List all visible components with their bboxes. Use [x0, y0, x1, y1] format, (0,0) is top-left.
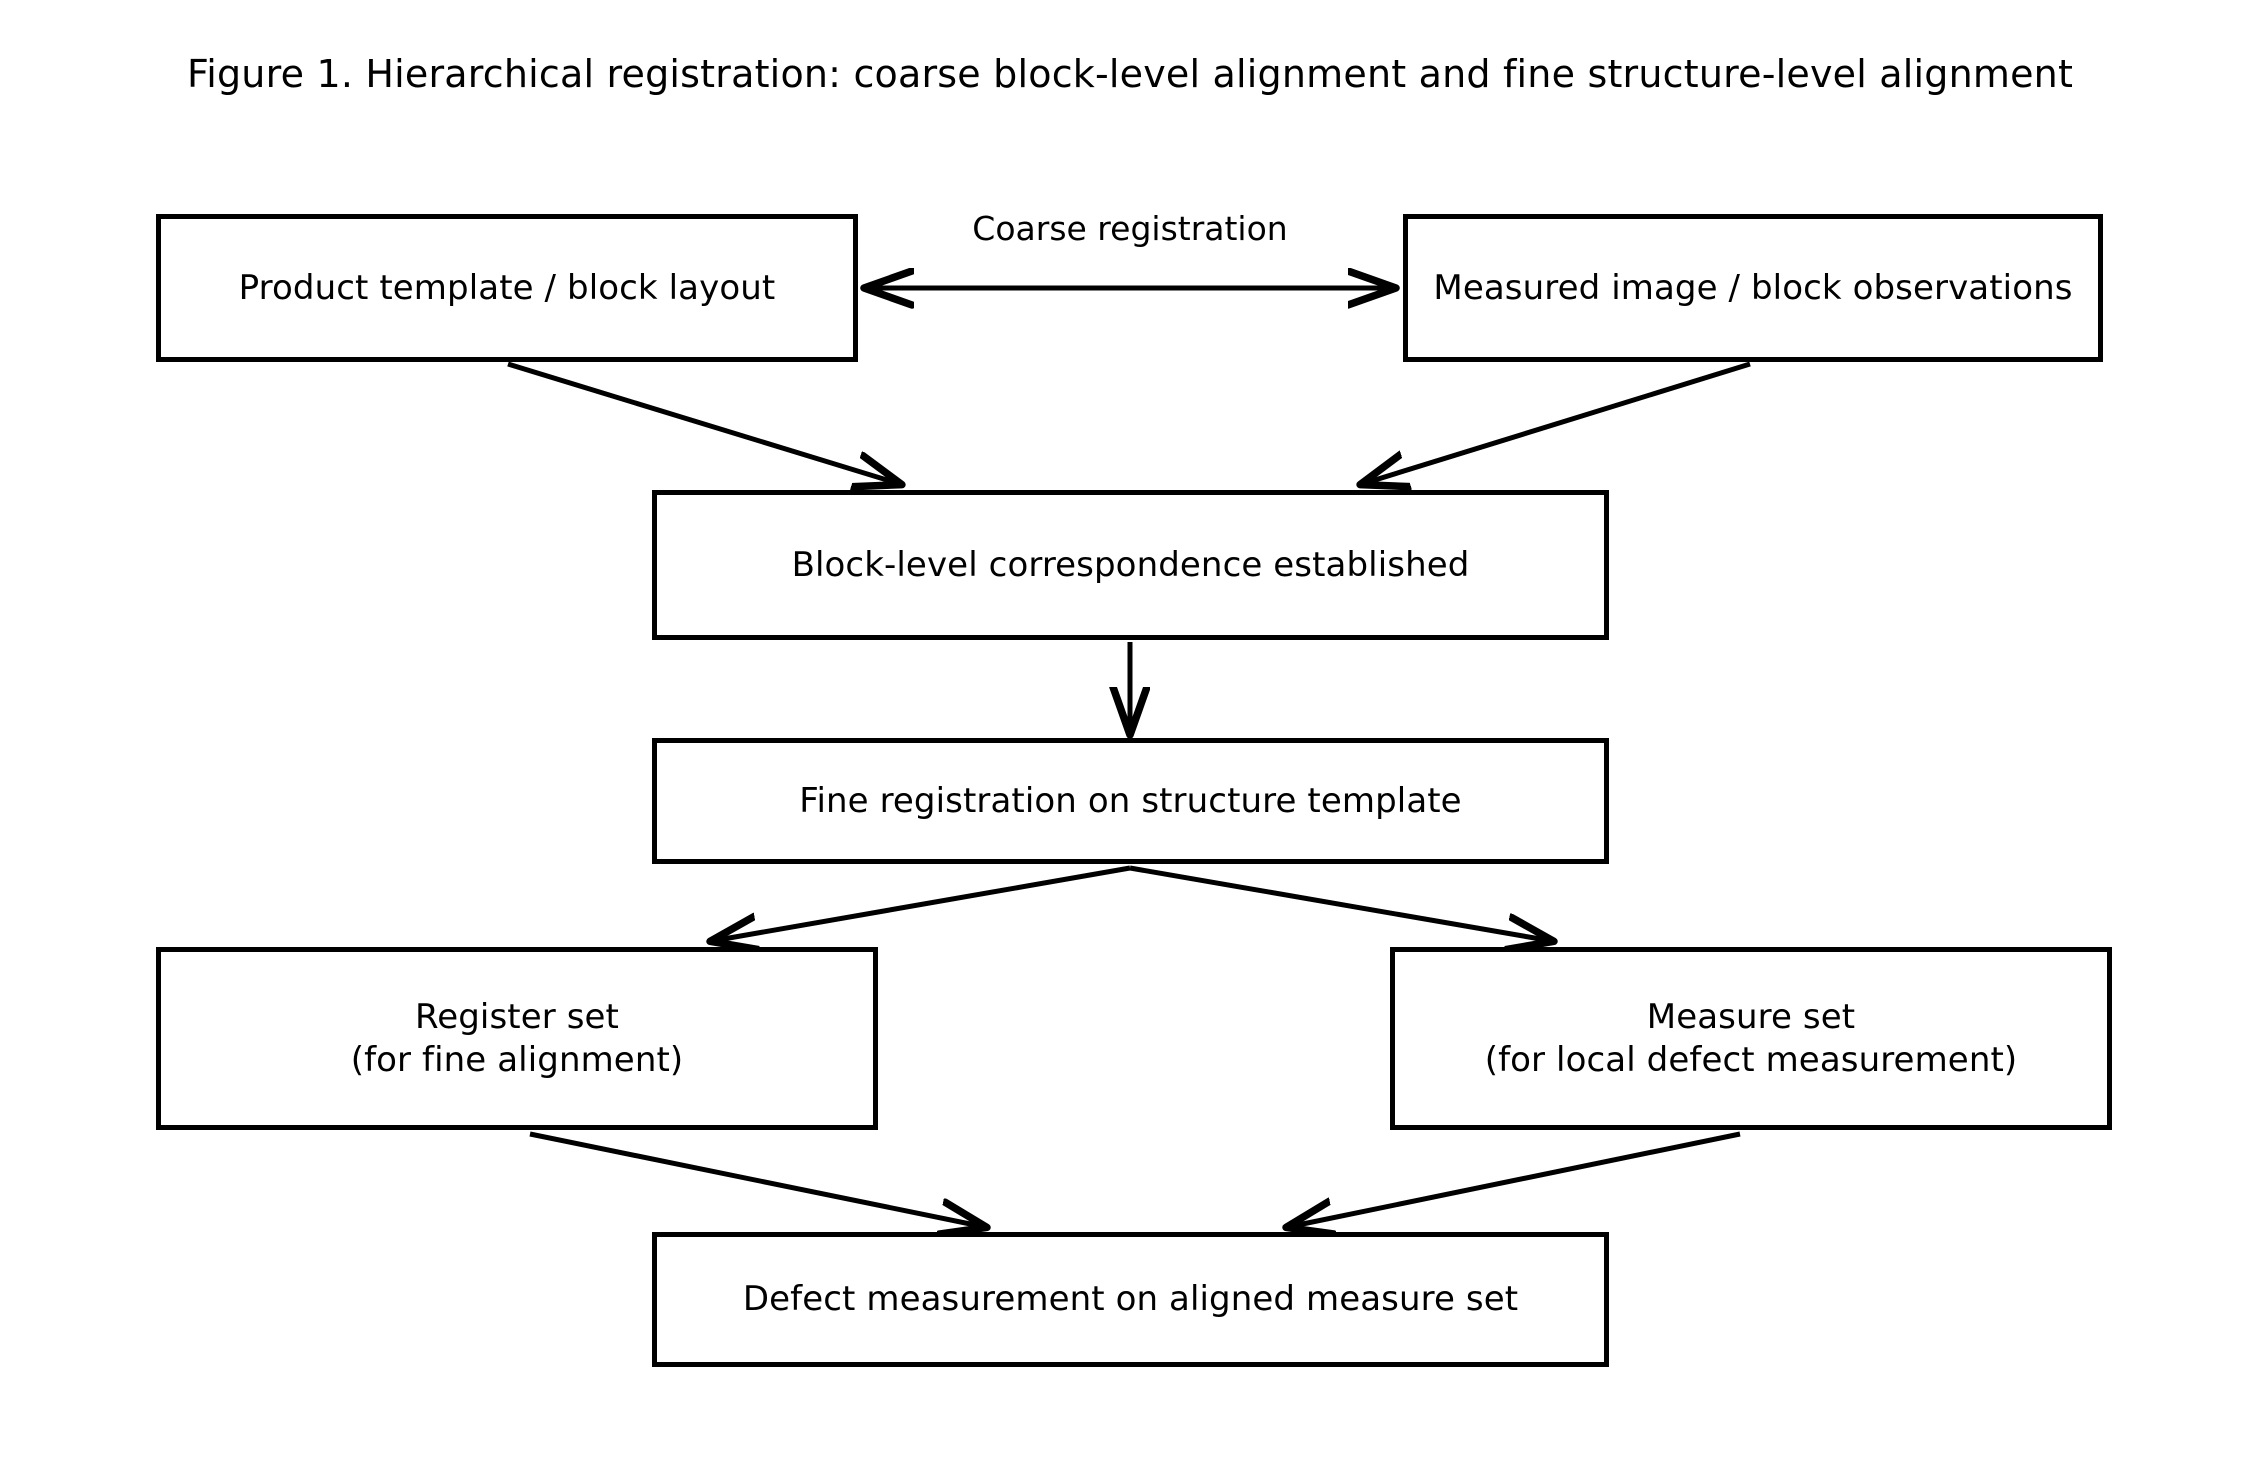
- node-product-template-label: Product template / block layout: [238, 267, 776, 308]
- edge-label-coarse-registration: Coarse registration: [972, 209, 1288, 248]
- node-register-set[interactable]: Register set (for fine alignment): [156, 947, 878, 1130]
- edge-measured-to-block: [1362, 361, 1751, 484]
- node-measured-image-label: Measured image / block observations: [1433, 267, 2073, 308]
- figure-title: Figure 1. Hierarchical registration: coa…: [186, 52, 2074, 96]
- node-block-correspondence[interactable]: Block-level correspondence established: [652, 490, 1609, 640]
- node-fine-registration[interactable]: Fine registration on structure template: [652, 738, 1609, 864]
- edge-fine-to-measure: [1129, 865, 1552, 941]
- node-defect-measurement-label: Defect measurement on aligned measure se…: [742, 1279, 1519, 1320]
- edge-template-to-block: [507, 361, 900, 484]
- edge-register-to-defect: [529, 1131, 985, 1227]
- node-product-template[interactable]: Product template / block layout: [156, 214, 858, 362]
- edge-fine-to-register: [712, 865, 1131, 941]
- node-measure-set[interactable]: Measure set (for local defect measuremen…: [1390, 947, 2112, 1130]
- node-fine-registration-label: Fine registration on structure template: [799, 780, 1462, 821]
- node-measured-image[interactable]: Measured image / block observations: [1403, 214, 2103, 362]
- edge-measure-to-defect: [1288, 1131, 1741, 1227]
- node-register-set-label: Register set (for fine alignment): [350, 996, 684, 1080]
- node-measure-set-label: Measure set (for local defect measuremen…: [1484, 996, 2018, 1080]
- node-defect-measurement[interactable]: Defect measurement on aligned measure se…: [652, 1232, 1609, 1367]
- node-block-correspondence-label: Block-level correspondence established: [791, 544, 1470, 585]
